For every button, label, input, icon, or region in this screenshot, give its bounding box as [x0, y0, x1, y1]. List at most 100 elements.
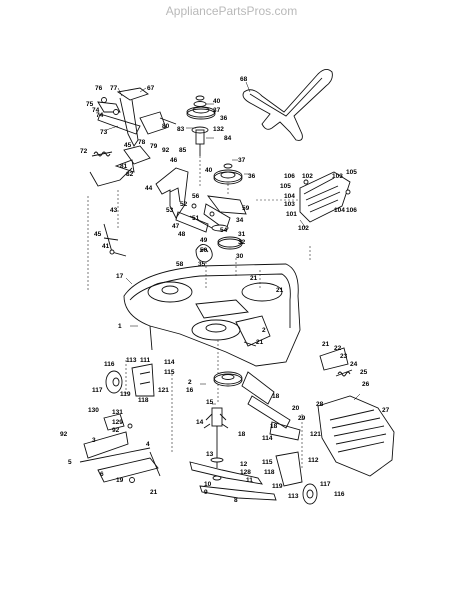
- callout-32: 32: [238, 239, 246, 246]
- center-idler-pulley-stack[interactable]: [175, 163, 247, 263]
- callout-79: 79: [150, 143, 158, 150]
- callout-37a: 37: [213, 107, 221, 114]
- gauge-wheel-right[interactable]: [275, 451, 318, 505]
- callout-105b: 105: [346, 169, 357, 176]
- callout-80: 80: [162, 123, 170, 130]
- callout-30: 30: [236, 253, 244, 260]
- callout-101: 101: [286, 211, 297, 218]
- callout-6: 6: [100, 471, 104, 478]
- callout-36a: 36: [220, 115, 228, 122]
- callout-59: 59: [242, 205, 250, 212]
- callout-119a: 119: [120, 391, 131, 398]
- callout-104b: 104: [334, 207, 345, 214]
- callout-18c: 18: [270, 423, 278, 430]
- callout-103b: 103: [284, 201, 295, 208]
- callout-58: 58: [176, 261, 184, 268]
- callout-72: 72: [80, 148, 88, 155]
- callout-36b: 36: [248, 173, 256, 180]
- callout-103a: 103: [332, 173, 343, 180]
- callout-102a: 102: [302, 173, 313, 180]
- callout-19: 19: [116, 477, 124, 484]
- callout-9: 9: [204, 489, 208, 496]
- callout-35: 35: [198, 261, 206, 268]
- deck-stabilizer-bracket-right[interactable]: [241, 371, 301, 441]
- callout-111: 111: [140, 357, 151, 364]
- callout-74: 74: [96, 112, 104, 119]
- upper-pulley-stack[interactable]: [186, 95, 216, 156]
- deck-bracket-44[interactable]: [155, 167, 189, 219]
- gauge-wheel-left[interactable]: [105, 363, 155, 397]
- callout-92c: 92: [60, 431, 68, 438]
- lift-linkage-assembly[interactable]: [89, 87, 177, 187]
- callout-23: 23: [340, 353, 348, 360]
- callout-115b: 115: [262, 459, 273, 466]
- callout-41: 41: [102, 243, 110, 250]
- callout-5: 5: [68, 459, 72, 466]
- callout-67: 67: [147, 85, 155, 92]
- callout-129: 129: [112, 419, 123, 426]
- callout-10: 10: [204, 481, 212, 488]
- callout-56: 56: [192, 193, 200, 200]
- callout-118a: 118: [138, 397, 149, 404]
- callout-106a: 106: [284, 173, 295, 180]
- callout-132: 132: [213, 126, 224, 133]
- callout-31: 31: [238, 231, 246, 238]
- callout-121a: 121: [158, 387, 169, 394]
- callout-115a: 115: [164, 369, 175, 376]
- callout-26: 26: [362, 381, 370, 388]
- mower-deck-housing[interactable]: [123, 263, 301, 367]
- callout-45a: 45: [124, 142, 132, 149]
- callout-21c: 21: [256, 339, 264, 346]
- mower-blade[interactable]: [189, 461, 277, 501]
- callout-27: 27: [382, 407, 390, 414]
- callout-14: 14: [196, 419, 204, 426]
- callout-81: 81: [120, 163, 128, 170]
- callout-117b: 117: [320, 481, 331, 488]
- callout-116b: 116: [334, 491, 345, 498]
- callout-11: 11: [246, 477, 253, 484]
- callout-105a: 105: [280, 183, 291, 190]
- callout-43: 43: [110, 207, 118, 214]
- deck-support-rod-left[interactable]: [103, 223, 127, 257]
- callout-68: 68: [240, 76, 248, 83]
- callout-20: 20: [292, 405, 300, 412]
- pulley-cover-shield[interactable]: [299, 171, 351, 223]
- callout-52: 52: [180, 201, 188, 208]
- callout-47: 47: [172, 223, 180, 230]
- callout-2b: 2: [188, 379, 192, 386]
- blade-spindle-assembly[interactable]: [203, 371, 243, 481]
- callout-8: 8: [234, 497, 238, 504]
- callout-117a: 117: [92, 387, 103, 394]
- callout-4: 4: [146, 441, 150, 448]
- callout-76: 76: [95, 85, 103, 92]
- callout-84: 84: [224, 135, 232, 142]
- callout-21a: 21: [250, 275, 258, 282]
- callout-28: 28: [316, 401, 324, 408]
- callout-85: 85: [179, 147, 187, 154]
- callout-13: 13: [206, 451, 214, 458]
- callout-18b: 18: [272, 393, 280, 400]
- callout-34: 34: [236, 217, 244, 224]
- callout-21b: 21: [276, 287, 284, 294]
- callout-73: 73: [100, 129, 108, 136]
- deck-hanger-bracket-left[interactable]: [79, 413, 161, 483]
- callout-leaders: [105, 81, 361, 405]
- callout-119b: 119: [272, 483, 283, 490]
- callout-12: 12: [240, 461, 248, 468]
- callout-130: 130: [88, 407, 99, 414]
- callout-48: 48: [178, 231, 186, 238]
- callout-131: 131: [112, 409, 123, 416]
- assembly-guide-lines: [87, 156, 311, 470]
- callout-53: 53: [166, 207, 174, 214]
- drive-belt-68[interactable]: [242, 69, 333, 141]
- callout-83: 83: [177, 126, 185, 133]
- callout-104a: 104: [284, 193, 295, 200]
- callout-45b: 45: [94, 231, 102, 238]
- discharge-chute[interactable]: [317, 347, 395, 477]
- callout-75: 75: [86, 101, 94, 108]
- callout-2a: 2: [262, 327, 266, 334]
- callout-92a: 92: [162, 147, 170, 154]
- callout-92b: 92: [112, 427, 120, 434]
- callout-16: 16: [186, 387, 194, 394]
